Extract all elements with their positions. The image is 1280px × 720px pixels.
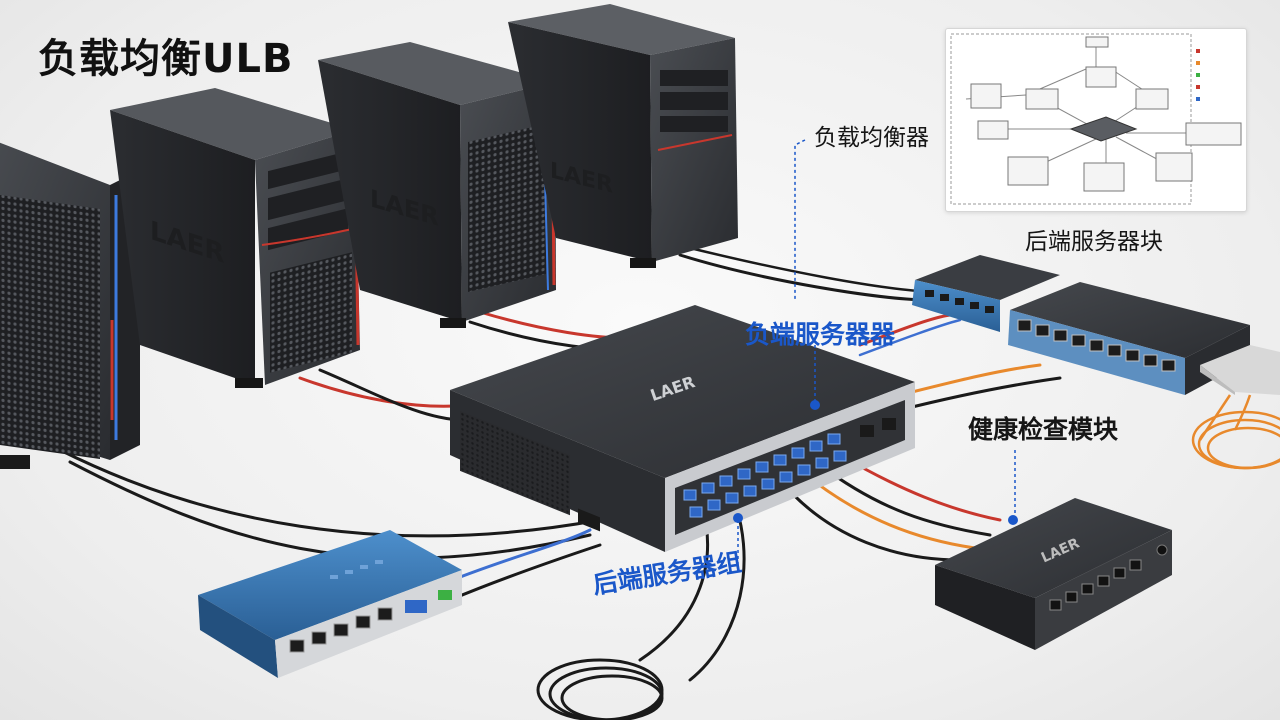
patch-box-right	[1200, 345, 1280, 395]
server-tower-2: LAER	[110, 88, 360, 388]
health-check-device: LAER	[935, 498, 1172, 650]
label-load-balancer: 负载均衡器	[814, 125, 929, 151]
server-tower-1	[0, 142, 140, 469]
label-negative-servers: 负端服务器器	[745, 320, 896, 349]
leader-dot-group	[733, 513, 743, 523]
blue-switch-top	[912, 255, 1060, 332]
page-title: 负载均衡ULB	[38, 36, 294, 82]
topology-inset-diagram	[945, 28, 1247, 212]
black-cable-coil	[536, 658, 664, 720]
leader-dot-negative	[810, 400, 820, 410]
load-balancer-device: LAER	[450, 305, 915, 552]
server-tower-4: LAER	[508, 4, 738, 268]
label-backend-block: 后端服务器块	[1025, 229, 1163, 255]
leader-dot-health	[1008, 515, 1018, 525]
topology-inset-graphic	[950, 33, 1242, 205]
orange-fiber-coil	[1191, 394, 1280, 470]
blue-switch-bottom	[198, 530, 462, 678]
label-health-check: 健康检查模块	[968, 415, 1119, 444]
leader-lines	[737, 139, 1016, 565]
cables	[58, 246, 1062, 682]
server-tower-3: LAER	[318, 42, 556, 328]
